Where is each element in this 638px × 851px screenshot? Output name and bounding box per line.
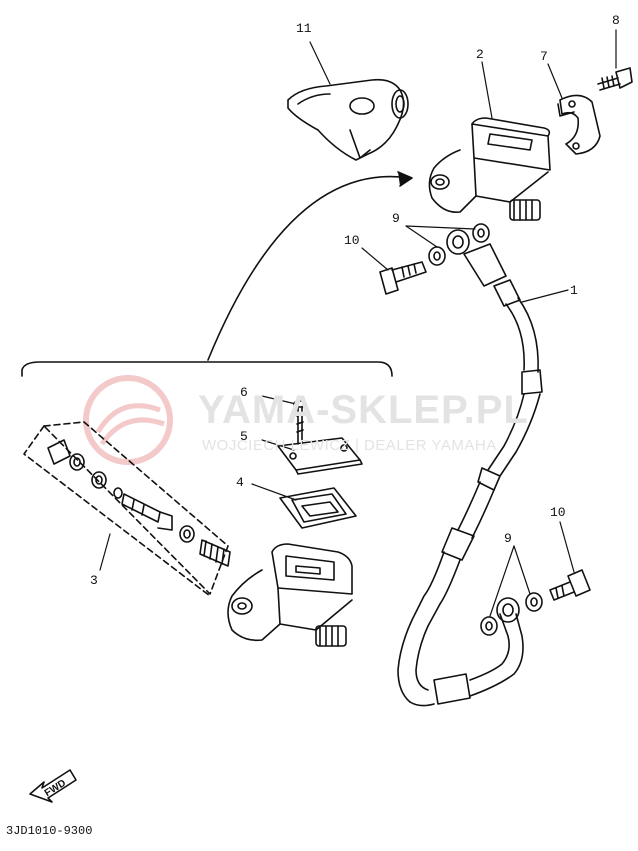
master-cylinder-2 [428, 117, 551, 221]
callout-11: 11 [296, 21, 312, 36]
callout-1: 1 [570, 283, 578, 298]
washer-9-bottom [480, 592, 543, 636]
banjo-bolt-10-top [379, 261, 427, 295]
callout-9-bottom: 9 [504, 531, 512, 546]
leader-lines [99, 29, 617, 617]
screw-6 [293, 400, 307, 445]
callout-6: 6 [240, 385, 248, 400]
watermark-title: YAMA-SKLEP.PL [198, 388, 529, 432]
callout-4: 4 [236, 475, 244, 490]
callout-10-top: 10 [344, 233, 360, 248]
clamp-7 [557, 94, 601, 155]
bolt-8 [597, 67, 633, 91]
callout-10-bottom: 10 [550, 505, 566, 520]
reservoir-cap-5 [277, 437, 363, 475]
watermark-logo [83, 375, 173, 465]
callout-9-top: 9 [392, 211, 400, 226]
diaphragm-4 [279, 487, 357, 529]
callout-7: 7 [540, 49, 548, 64]
brake-hose-1 [397, 229, 543, 707]
piston-kit-3 [23, 421, 231, 597]
leader-arrowhead [397, 171, 413, 187]
master-cylinder-body [227, 543, 353, 647]
forward-arrow-icon [29, 769, 77, 803]
watermark-subtitle: WOJCIECH LEWICZ | DEALER YAMAHA [202, 437, 497, 454]
callout-3: 3 [90, 573, 98, 588]
exploded-view-bracket [21, 361, 393, 377]
banjo-bolt-10-bottom [549, 569, 591, 601]
lever-cover-11 [287, 78, 409, 161]
exploded-view-leader [207, 175, 411, 361]
callout-2: 2 [476, 47, 484, 62]
callout-8: 8 [612, 13, 620, 28]
callout-5: 5 [240, 429, 248, 444]
diagram-code: 3JD1010-9300 [6, 824, 93, 838]
